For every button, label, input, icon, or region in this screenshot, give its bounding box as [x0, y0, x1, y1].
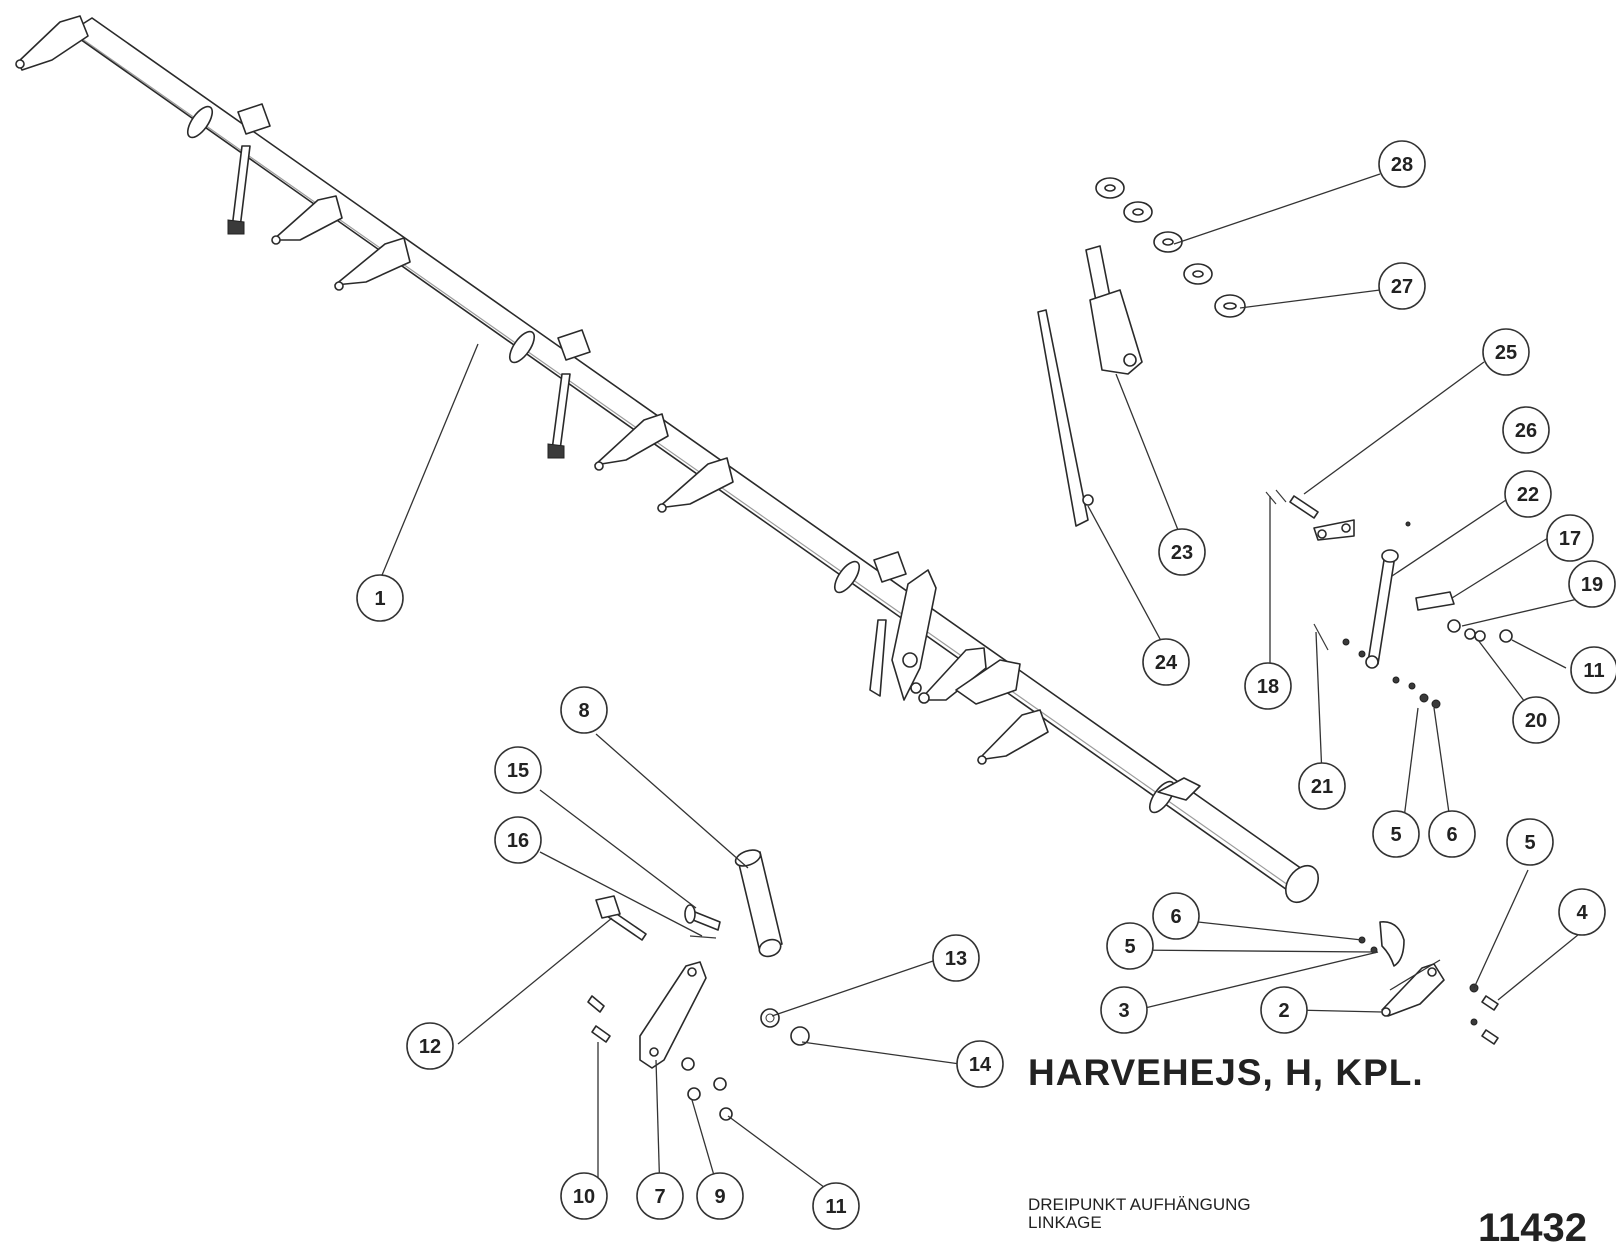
balloon-8: 8	[560, 686, 608, 734]
svg-text:3: 3	[1118, 1000, 1129, 1022]
balloon-24: 24	[1142, 638, 1190, 686]
balloon-7: 7	[636, 1172, 684, 1220]
svg-text:28: 28	[1391, 154, 1413, 176]
balloon-28: 28	[1378, 140, 1426, 188]
svg-text:13: 13	[945, 948, 967, 970]
part-12-bolt	[595, 895, 647, 941]
svg-text:12: 12	[419, 1036, 441, 1058]
subtitle-line-2: LINKAGE	[1028, 1213, 1102, 1232]
svg-text:20: 20	[1525, 710, 1547, 732]
svg-text:17: 17	[1559, 528, 1581, 550]
svg-text:5: 5	[1524, 832, 1535, 854]
balloon-5: 5	[1372, 810, 1420, 858]
subtitle-line-1: DREIPUNKT AUFHÄNGUNG	[1028, 1195, 1251, 1214]
part-8-pin-cylinder	[734, 849, 783, 958]
svg-text:25: 25	[1495, 342, 1517, 364]
balloon-21: 21	[1298, 762, 1346, 810]
svg-text:18: 18	[1257, 676, 1279, 698]
svg-text:21: 21	[1311, 776, 1333, 798]
main-beam-part	[15, 15, 1320, 904]
balloon-27: 27	[1378, 262, 1426, 310]
balloon-14: 14	[956, 1040, 1004, 1088]
svg-text:19: 19	[1581, 574, 1603, 596]
svg-text:10: 10	[573, 1186, 595, 1208]
balloon-6: 6	[1428, 810, 1476, 858]
balloon-20: 20	[1512, 696, 1560, 744]
svg-text:24: 24	[1155, 652, 1178, 674]
balloon-5: 5	[1106, 922, 1154, 970]
small-hardware-lower	[587, 995, 810, 1121]
balloon-5: 5	[1506, 818, 1554, 866]
svg-text:6: 6	[1170, 906, 1181, 928]
balloon-22: 22	[1504, 470, 1552, 518]
document-number: 11432	[1478, 1206, 1588, 1250]
balloon-1: 1	[356, 574, 404, 622]
balloon-13: 13	[932, 934, 980, 982]
svg-text:27: 27	[1391, 276, 1413, 298]
balloon-23: 23	[1158, 528, 1206, 576]
svg-text:9: 9	[714, 1186, 725, 1208]
svg-text:1: 1	[374, 588, 385, 610]
diagram-title: HARVEHEJS, H, KPL.	[1028, 1052, 1424, 1093]
diagram-subtitle: DREIPUNKT AUFHÄNGUNG LINKAGE	[1028, 1195, 1251, 1232]
svg-text:8: 8	[578, 700, 589, 722]
svg-text:5: 5	[1390, 824, 1401, 846]
svg-text:11: 11	[1583, 660, 1604, 682]
balloon-2: 2	[1260, 986, 1308, 1034]
svg-text:7: 7	[654, 1186, 665, 1208]
svg-text:23: 23	[1171, 542, 1193, 564]
part-15-pin	[684, 904, 721, 931]
svg-text:16: 16	[507, 830, 529, 852]
svg-text:22: 22	[1517, 484, 1539, 506]
balloon-10: 10	[560, 1172, 608, 1220]
svg-text:4: 4	[1576, 902, 1588, 924]
part-23-24-plates	[1037, 245, 1143, 527]
svg-text:26: 26	[1515, 420, 1537, 442]
balloon-11: 11	[812, 1182, 860, 1230]
balloon-17: 17	[1546, 514, 1594, 562]
balloon-4: 4	[1558, 888, 1606, 936]
part-7-plate	[639, 961, 707, 1069]
svg-text:2: 2	[1278, 1000, 1289, 1022]
balloon-15: 15	[494, 746, 542, 794]
balloon-16: 16	[494, 816, 542, 864]
balloon-6: 6	[1152, 892, 1200, 940]
balloon-19: 19	[1568, 560, 1616, 608]
balloon-11: 11	[1570, 646, 1616, 694]
svg-text:14: 14	[969, 1054, 992, 1076]
balloon-9: 9	[696, 1172, 744, 1220]
svg-text:5: 5	[1124, 936, 1135, 958]
svg-text:11: 11	[825, 1196, 846, 1218]
part-16-cotter	[689, 935, 717, 939]
balloon-3: 3	[1100, 986, 1148, 1034]
balloon-26: 26	[1502, 406, 1550, 454]
right-hardware	[1265, 489, 1513, 709]
svg-text:6: 6	[1446, 824, 1457, 846]
mast-assembly	[869, 569, 1021, 705]
lower-right-parts	[1358, 921, 1499, 1045]
balloon-18: 18	[1244, 662, 1292, 710]
balloon-25: 25	[1482, 328, 1530, 376]
svg-text:15: 15	[507, 760, 529, 782]
balloon-12: 12	[406, 1022, 454, 1070]
beam-brackets	[227, 103, 1201, 801]
part-27-28-washers	[1095, 177, 1246, 318]
